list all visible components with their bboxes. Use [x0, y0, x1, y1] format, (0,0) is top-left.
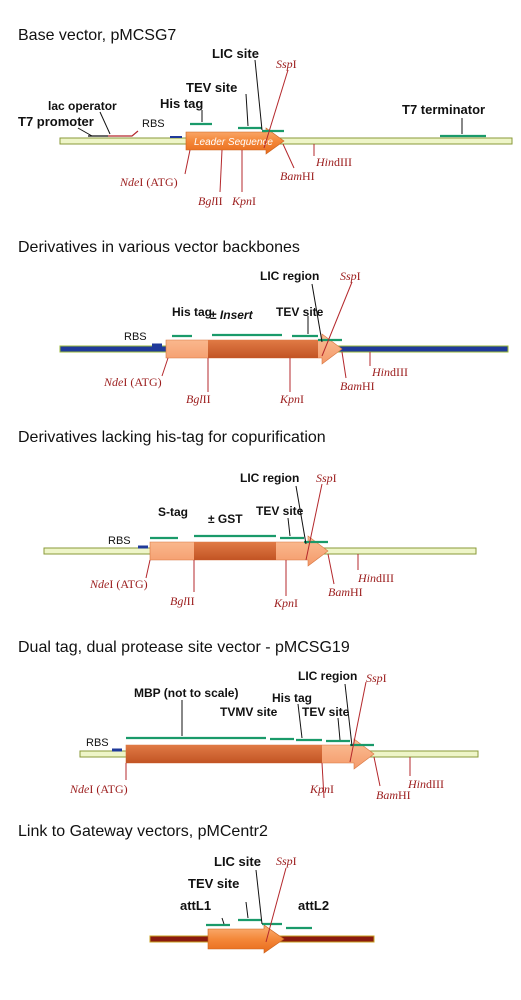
sspi-line — [305, 483, 323, 561]
sspi-label: SspI — [340, 269, 361, 283]
section-title: Dual tag, dual protease site vector - pM… — [18, 639, 350, 656]
sspi-label: SspI — [366, 671, 387, 685]
bamhi-label: BamHI — [280, 169, 315, 183]
sspi-label: SspI — [276, 854, 297, 868]
kpni-label: KpnI — [279, 392, 304, 406]
lic-site-label: LIC site — [212, 46, 259, 61]
bamhi-label: BamHI — [376, 788, 411, 802]
attl1-label: attL1 — [180, 898, 211, 913]
t7-promoter-label: T7 promoter — [18, 114, 94, 129]
tev-site-label: TEV site — [302, 705, 350, 719]
t7-promoter-pointer — [77, 127, 93, 137]
ndei-line — [161, 357, 169, 377]
kpni-label: KpnI — [309, 782, 334, 796]
hindiii-label: HindIII — [371, 365, 408, 379]
tev-site-label: TEV site — [188, 876, 239, 891]
lic-site-label: LIC site — [214, 854, 261, 869]
bamhi-line — [327, 553, 335, 585]
tev-site-label: TEV site — [276, 305, 324, 319]
section-title: Derivatives lacking his-tag for copurifi… — [18, 429, 326, 446]
his-tag-label: His tag — [160, 96, 203, 111]
bglii-label: BglII — [198, 194, 223, 208]
rbs-label: RBS — [124, 331, 147, 343]
lic-callout — [254, 59, 263, 131]
tev-callout — [287, 517, 291, 537]
tvmv-label: TVMV site — [220, 705, 278, 719]
his-tag-label: His tag — [272, 691, 312, 705]
lic-callout — [295, 485, 307, 545]
insert-block — [208, 340, 318, 358]
mbp-label: MBP (not to scale) — [134, 686, 238, 700]
ndei-label: NdeI (ATG) — [119, 175, 178, 189]
attl2-label: attL2 — [298, 898, 329, 913]
lac-operator-label: lac operator — [48, 99, 117, 113]
rbs-label: RBS — [86, 737, 109, 749]
section-pmcsg19: Dual tag, dual protease site vector - pM… — [18, 639, 479, 802]
tev-site-label: TEV site — [256, 504, 304, 518]
bamhi-line — [282, 143, 295, 169]
sspi-label: SspI — [316, 471, 337, 485]
section-base-vector: Base vector, pMCSG7 Leader Sequence LIC … — [18, 27, 513, 208]
lic-callout — [311, 283, 323, 343]
lic-region-label: LIC region — [298, 669, 357, 683]
insert-label: ± Insert — [210, 308, 254, 322]
kpni-label: KpnI — [273, 596, 298, 610]
tev-callout — [337, 717, 341, 741]
section-title: Derivatives in various vector backbones — [18, 239, 300, 256]
bglii-label: BglII — [186, 392, 211, 406]
backbone — [59, 137, 513, 145]
section-title: Link to Gateway vectors, pMCentr2 — [18, 823, 268, 840]
lic-callout — [344, 683, 353, 747]
bamhi-line — [341, 351, 347, 379]
attl-arrow — [207, 924, 285, 954]
tev-callout — [245, 901, 249, 919]
bglii-line — [219, 149, 223, 193]
lac-operator-mark — [108, 130, 139, 137]
mbp-block — [126, 745, 322, 763]
bamhi-line — [373, 756, 381, 787]
kpni-line — [321, 762, 325, 799]
lac-operator-pointer — [99, 111, 111, 135]
hindiii-label: HindIII — [315, 155, 352, 169]
sspi-line — [265, 867, 287, 943]
gst-label: ± GST — [208, 512, 243, 526]
lic-region-label: LIC region — [260, 269, 319, 283]
section-title: Base vector, pMCSG7 — [18, 27, 176, 44]
hindiii-label: HindIII — [357, 571, 394, 585]
gst-block — [194, 542, 276, 560]
his-callout — [297, 703, 303, 739]
hindiii-label: HindIII — [407, 777, 444, 791]
lic-callout — [255, 869, 263, 925]
attl1-callout — [221, 917, 225, 925]
ndei-label: NdeI (ATG) — [103, 375, 162, 389]
leader-label: Leader Sequence — [194, 137, 273, 148]
ndei-line — [145, 559, 151, 579]
rbs-label: RBS — [142, 118, 165, 130]
bglii-label: BglII — [170, 594, 195, 608]
ndei-label: NdeI (ATG) — [89, 577, 148, 591]
stag-label: S-tag — [158, 505, 188, 519]
his-tag-label: His tag — [172, 305, 212, 319]
kpni-label: KpnI — [231, 194, 256, 208]
t7-terminator-label: T7 terminator — [402, 102, 485, 117]
ndei-line — [184, 149, 191, 175]
tev-callout — [245, 93, 249, 127]
rbs-label: RBS — [108, 535, 131, 547]
sspi-label: SspI — [276, 57, 297, 71]
sspi-line — [263, 69, 289, 149]
section-no-his-tag: Derivatives lacking his-tag for copurifi… — [18, 429, 477, 610]
section-pmcentr2: Link to Gateway vectors, pMCentr2 LIC si… — [18, 823, 375, 954]
section-vector-backbones: Derivatives in various vector backbones … — [18, 239, 509, 406]
tev-site-label: TEV site — [186, 80, 237, 95]
sspi-line — [349, 681, 367, 763]
bamhi-label: BamHI — [340, 379, 375, 393]
bamhi-label: BamHI — [328, 585, 363, 599]
ndei-label: NdeI (ATG) — [69, 782, 128, 796]
lic-region-label: LIC region — [240, 471, 299, 485]
sspi-line — [321, 281, 353, 357]
